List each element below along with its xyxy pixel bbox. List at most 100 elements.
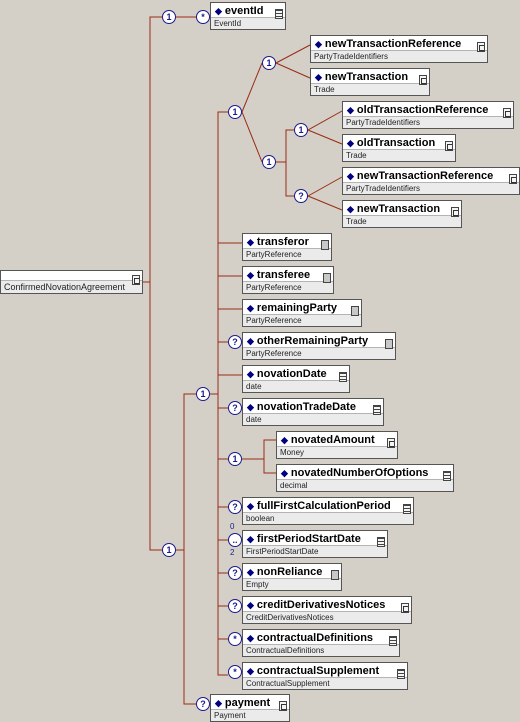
element-name: newTransaction — [324, 71, 409, 83]
element-transferee[interactable]: ◆transferee PartyReference — [242, 266, 334, 294]
element-otherremainingparty[interactable]: ◆otherRemainingParty PartyReference — [242, 332, 396, 360]
element-newtransaction-b[interactable]: ◆newTransaction Trade — [342, 200, 462, 228]
element-diamond-icon: ◆ — [247, 336, 254, 346]
cardinality-max: 2 — [230, 548, 235, 557]
element-type: PartyTradeIdentifiers — [343, 116, 513, 128]
multiplicity-marker-first-period[interactable]: .. — [228, 533, 242, 547]
element-name: newTransaction — [356, 203, 441, 215]
simple-type-icon — [275, 9, 283, 19]
element-name: eventId — [224, 5, 264, 17]
element-remainingparty[interactable]: ◆remainingParty PartyReference — [242, 299, 362, 327]
element-newtransactionreference-b[interactable]: ◆newTransactionReference PartyTradeIdent… — [342, 167, 520, 195]
element-type: Trade — [343, 149, 455, 161]
multiplicity-marker-contractual-supplement[interactable]: * — [228, 665, 242, 679]
complex-type-icon — [445, 141, 453, 151]
element-diamond-icon: ◆ — [247, 501, 254, 511]
element-type: Payment — [211, 709, 289, 721]
element-name: novationDate — [256, 368, 327, 380]
element-name: fullFirstCalculationPeriod — [256, 500, 391, 512]
element-nonreliance[interactable]: ◆nonReliance Empty — [242, 563, 342, 591]
complex-type-icon — [477, 42, 485, 52]
element-type: ContractualDefinitions — [243, 644, 399, 656]
element-diamond-icon: ◆ — [247, 237, 254, 247]
element-diamond-icon: ◆ — [281, 435, 288, 445]
element-contractualdefinitions[interactable]: ◆contractualDefinitions ContractualDefin… — [242, 629, 400, 657]
element-diamond-icon: ◆ — [215, 6, 222, 16]
element-payment[interactable]: ◆payment Payment — [210, 694, 290, 722]
simple-type-icon — [443, 471, 451, 481]
element-novatedamount[interactable]: ◆novatedAmount Money — [276, 431, 398, 459]
optional-marker-payment[interactable]: ? — [196, 697, 210, 711]
element-type: PartyTradeIdentifiers — [311, 50, 487, 62]
simple-type-icon — [389, 636, 397, 646]
element-firstperiodstartdate[interactable]: ◆firstPeriodStartDate FirstPeriodStartDa… — [242, 530, 388, 558]
element-novationtradedate[interactable]: ◆novationTradeDate date — [242, 398, 384, 426]
element-creditderivativesnotices[interactable]: ◆creditDerivativesNotices CreditDerivati… — [242, 596, 412, 624]
sequence-compositor-a[interactable]: 1 — [262, 56, 276, 70]
all-compositor-top-inner[interactable]: * — [196, 10, 210, 24]
simple-type-icon — [339, 372, 347, 382]
optional-marker-non-reliance[interactable]: ? — [228, 566, 242, 580]
element-diamond-icon: ◆ — [347, 105, 354, 115]
reference-type-icon — [321, 240, 329, 250]
element-type: Empty — [243, 578, 341, 590]
element-name: payment — [224, 697, 271, 709]
element-type: PartyReference — [243, 314, 361, 326]
element-name: creditDerivativesNotices — [256, 599, 386, 611]
element-type: PartyReference — [243, 248, 331, 260]
complex-type-icon — [401, 603, 409, 613]
element-newtransactionreference-a[interactable]: ◆newTransactionReference PartyTradeIdent… — [310, 35, 488, 63]
element-name: contractualDefinitions — [256, 632, 374, 644]
choice-compositor-novated[interactable]: 1 — [228, 452, 242, 466]
choice-compositor-b[interactable]: 1 — [262, 155, 276, 169]
root-element[interactable]: ConfirmedNovationAgreement — [0, 270, 143, 294]
element-diamond-icon: ◆ — [247, 666, 254, 676]
sequence-compositor-top[interactable]: 1 — [162, 10, 176, 24]
element-type: boolean — [243, 512, 413, 524]
element-novationdate[interactable]: ◆novationDate date — [242, 365, 350, 393]
element-type: date — [243, 380, 349, 392]
sequence-compositor-b1[interactable]: 1 — [294, 123, 308, 137]
element-oldtransactionreference[interactable]: ◆oldTransactionReference PartyTradeIdent… — [342, 101, 514, 129]
reference-type-icon — [323, 273, 331, 283]
choice-compositor-main[interactable]: 1 — [228, 105, 242, 119]
element-name: oldTransactionReference — [356, 104, 489, 116]
element-name: newTransactionReference — [356, 170, 494, 182]
element-diamond-icon: ◆ — [347, 204, 354, 214]
complex-type-icon — [419, 75, 427, 85]
element-novatednumberofoptions[interactable]: ◆novatedNumberOfOptions decimal — [276, 464, 454, 492]
element-name: nonReliance — [256, 566, 323, 578]
element-type: FirstPeriodStartDate — [243, 545, 387, 557]
optional-marker-full-first[interactable]: ? — [228, 500, 242, 514]
element-diamond-icon: ◆ — [247, 402, 254, 412]
optional-marker-novation-trade-date[interactable]: ? — [228, 401, 242, 415]
element-fullfirstcalculationperiod[interactable]: ◆fullFirstCalculationPeriod boolean — [242, 497, 414, 525]
optional-marker-credit-notices[interactable]: ? — [228, 599, 242, 613]
element-diamond-icon: ◆ — [281, 468, 288, 478]
element-name: transferee — [256, 269, 311, 281]
sequence-compositor-second[interactable]: 1 — [162, 543, 176, 557]
empty-type-icon — [331, 570, 339, 580]
element-type: Trade — [311, 83, 429, 95]
element-oldtransaction[interactable]: ◆oldTransaction Trade — [342, 134, 456, 162]
element-type: PartyTradeIdentifiers — [343, 182, 519, 194]
element-name: novatedAmount — [290, 434, 375, 446]
element-name: oldTransaction — [356, 137, 436, 149]
element-name: otherRemainingParty — [256, 335, 369, 347]
element-type: CreditDerivativesNotices — [243, 611, 411, 623]
element-eventid[interactable]: ◆eventId EventId — [210, 2, 286, 30]
element-diamond-icon: ◆ — [347, 138, 354, 148]
sequence-compositor-detail[interactable]: 1 — [196, 387, 210, 401]
optional-marker-other-remaining[interactable]: ? — [228, 335, 242, 349]
element-contractualsupplement[interactable]: ◆contractualSupplement ContractualSupple… — [242, 662, 408, 690]
element-diamond-icon: ◆ — [215, 698, 222, 708]
complex-type-icon — [387, 438, 395, 448]
sequence-compositor-b2[interactable]: ? — [294, 189, 308, 203]
element-type: decimal — [277, 479, 453, 491]
element-name: novationTradeDate — [256, 401, 356, 413]
element-newtransaction-a[interactable]: ◆newTransaction Trade — [310, 68, 430, 96]
element-transferor[interactable]: ◆transferor PartyReference — [242, 233, 332, 261]
complex-type-icon — [503, 108, 511, 118]
multiplicity-marker-contractual-definitions[interactable]: * — [228, 632, 242, 646]
